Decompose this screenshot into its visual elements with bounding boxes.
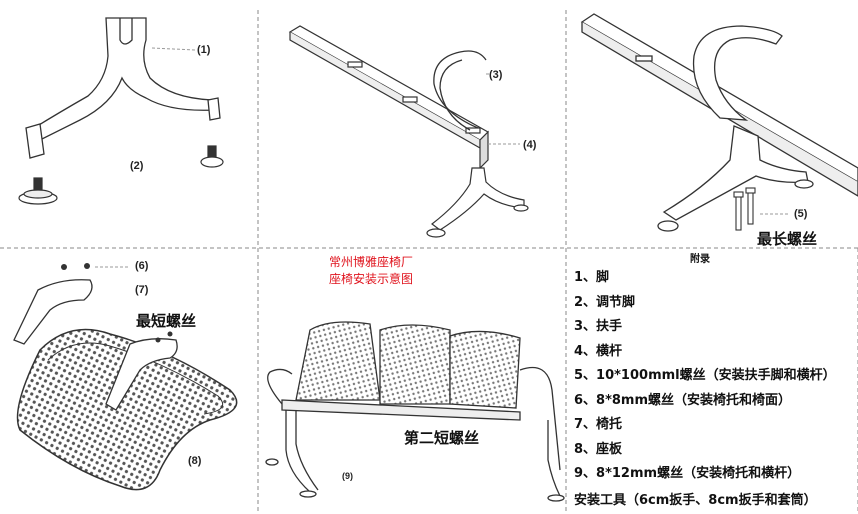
assembled-frame [580,13,858,232]
long-screws [733,187,756,231]
appendix-item: 1、脚 [574,270,610,285]
callout-small-screw: (6) [135,260,149,272]
appendix-list: 1、脚 2、调节脚 3、扶手 4、横杆 5、10*100mml螺丝（安装扶手脚和… [574,266,836,487]
callout-armrest: (3) [489,69,503,81]
callout-long-screw: (5) [794,208,808,220]
company-name: 常州博雅座椅厂 [329,255,414,269]
longest-screw-note: 最长螺丝 [757,230,818,248]
callout-bracket: (7) [135,284,149,296]
adjustable-foot-left [18,177,58,205]
callout-crossbar: (4) [523,139,537,151]
appendix-title: 附录 [690,254,710,265]
armrest-part [433,50,487,131]
panel-dividers [0,10,858,514]
seat-board [16,328,238,491]
callout-foot: (1) [197,44,211,56]
callout-adjustable-foot: (2) [130,160,144,172]
callout-seat-board: (8) [188,455,202,467]
diagram-subtitle: 座椅安装示意图 [329,272,414,286]
foot-part [25,17,221,159]
appendix-item: 9、8*12mm螺丝（安装椅托和横杆） [574,466,801,481]
appendix-item: 6、8*8mm螺丝（安装椅托和椅面） [574,392,792,408]
appendix-item: 3、扶手 [574,319,623,334]
callout-beam-chair: (9) [342,471,353,481]
small-screws [61,263,173,343]
appendix-item: 5、10*100mml螺丝（安装扶手脚和横杆） [574,368,836,383]
beam-chair [265,321,565,502]
foot-part-2 [426,167,529,238]
second-shortest-screw-note: 第二短螺丝 [404,429,480,447]
appendix-item: 2、调节脚 [574,294,636,310]
appendix-item: 4、横杆 [574,343,623,359]
installation-tools: 安装工具（6cm扳手、8cm扳手和套筒） [574,493,817,508]
appendix-item: 7、椅托 [574,417,623,432]
shortest-screw-note: 最短螺丝 [136,312,197,330]
crossbar [288,25,489,170]
appendix-item: 8、座板 [574,441,623,457]
seat-bracket [13,279,178,411]
adjustable-foot-right [200,145,224,168]
